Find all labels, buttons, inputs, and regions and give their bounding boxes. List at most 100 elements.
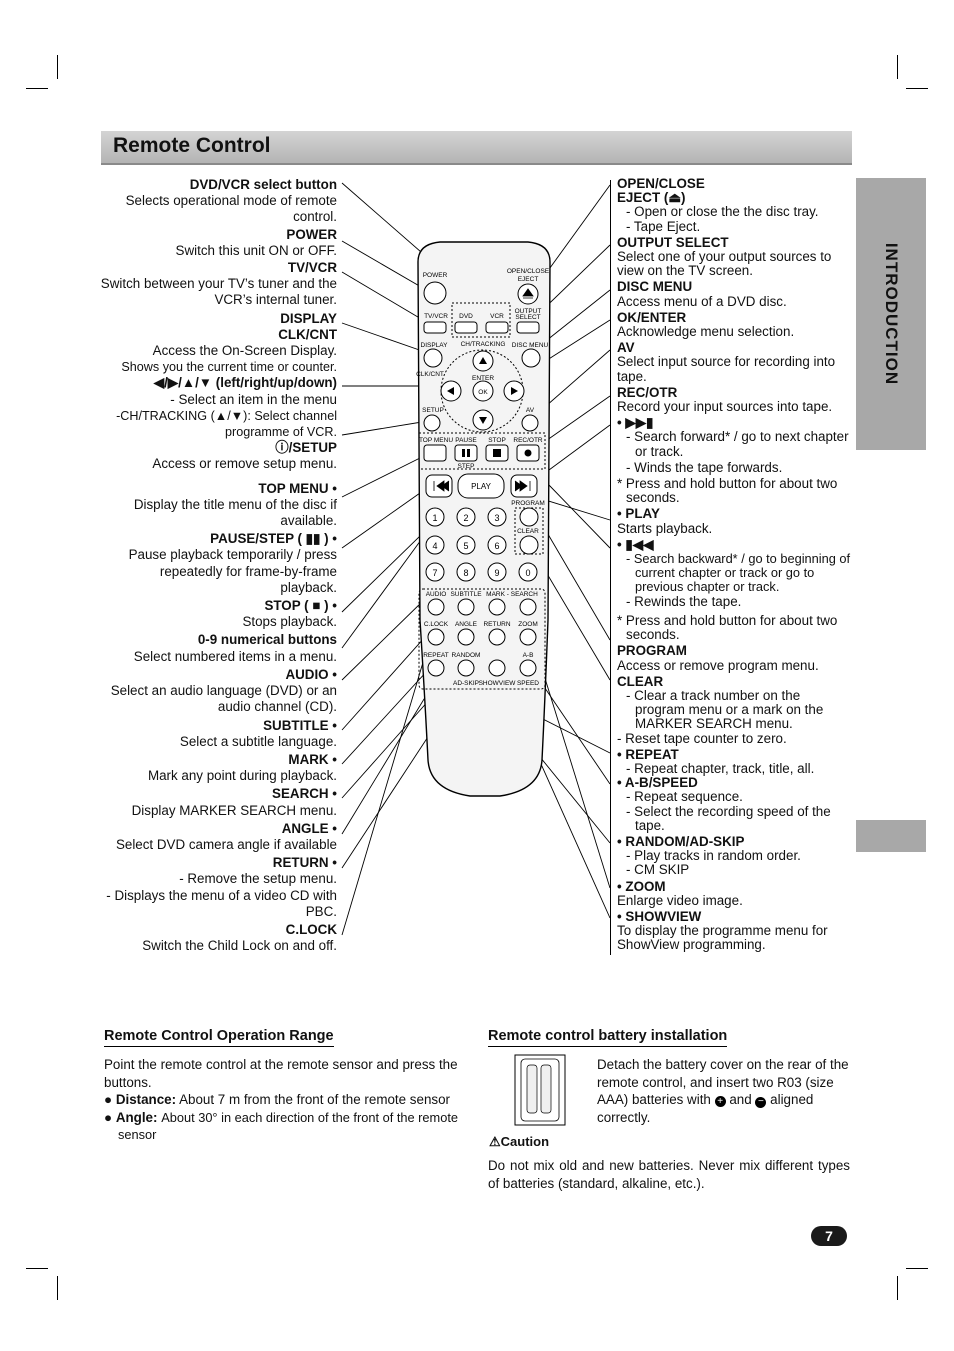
skip-back-icon xyxy=(433,480,450,492)
dvd-button[interactable] xyxy=(454,321,478,334)
digit-5-button[interactable] xyxy=(456,535,476,555)
crop-mark xyxy=(897,1276,898,1300)
setup-label: SETUP xyxy=(422,407,444,414)
subtitle-button[interactable] xyxy=(457,598,475,616)
label-text: Shows you the current time or counter. xyxy=(121,360,337,375)
clock-button[interactable] xyxy=(427,628,445,646)
select-label: SELECT xyxy=(515,314,540,321)
enter-label: ENTER xyxy=(472,375,494,382)
setup-button[interactable] xyxy=(423,414,441,432)
mark-search-label: MARK - SEARCH xyxy=(486,591,538,598)
pause-button[interactable] xyxy=(454,444,478,462)
label-text: Enlarge video image. xyxy=(617,892,743,908)
open-close-label: OPEN/CLOSE xyxy=(507,268,550,275)
label-heading: • RANDOM/AD-SKIP xyxy=(617,833,745,849)
label-text: - CM SKIP xyxy=(626,862,690,878)
digit-0-button[interactable] xyxy=(518,562,538,582)
label-text: - Winds the tape forwards. xyxy=(626,459,783,475)
digit-5: 5 xyxy=(463,541,468,551)
digit-2-button[interactable] xyxy=(456,507,476,527)
label-heading: • REPEAT xyxy=(617,746,679,762)
play-label: PLAY xyxy=(471,482,492,491)
digit-1-button[interactable] xyxy=(425,507,445,527)
showview-button[interactable] xyxy=(488,659,506,677)
pause-label: PAUSE xyxy=(455,437,477,444)
ab-speed-button[interactable] xyxy=(519,659,537,677)
label-heading: OK/ENTER xyxy=(617,309,687,325)
tvvcr-button[interactable] xyxy=(423,321,447,334)
label-text: - Remove the setup menu. xyxy=(179,871,337,887)
digit-9-button[interactable] xyxy=(487,562,507,582)
program-label: PROGRAM xyxy=(511,500,545,507)
digit-1: 1 xyxy=(432,513,437,523)
skip-forward-icon xyxy=(514,480,531,492)
page-number: 7 xyxy=(811,1226,847,1246)
step-label: STEP xyxy=(458,463,475,470)
stop-label: STOP xyxy=(488,437,506,444)
play-button[interactable] xyxy=(457,473,505,499)
power-label: POWER xyxy=(423,272,448,279)
program-button[interactable] xyxy=(519,507,539,527)
crop-mark xyxy=(57,55,58,79)
digit-6-button[interactable] xyxy=(487,535,507,555)
caution-heading: ⚠Caution xyxy=(489,1134,550,1149)
label-heading: AUDIO • xyxy=(285,666,337,682)
label-heading: • ZOOM xyxy=(617,878,666,894)
search-button[interactable] xyxy=(519,598,537,616)
battery-text: Detach the battery cover on the rear of … xyxy=(597,1057,849,1125)
digit-7-button[interactable] xyxy=(425,562,445,582)
clear-label: CLEAR xyxy=(517,528,539,535)
power-button[interactable] xyxy=(423,281,447,305)
random-label: RANDOM xyxy=(452,652,481,659)
return-button[interactable] xyxy=(488,628,506,646)
random-button[interactable] xyxy=(457,659,475,677)
label-heading: STOP ( ■ ) • xyxy=(264,598,337,614)
digit-3-button[interactable] xyxy=(487,507,507,527)
label-text: Switch between your TV’s tuner and the V… xyxy=(100,276,337,308)
display-button[interactable] xyxy=(423,348,443,368)
disc-menu-label: DISC MENU xyxy=(512,342,549,349)
return-label: RETURN xyxy=(483,621,510,628)
mark-button[interactable] xyxy=(488,598,506,616)
vcr-label: VCR xyxy=(490,313,504,320)
label-heading: 0-9 numerical buttons xyxy=(197,632,337,648)
label-heading: DVD/VCR select button xyxy=(189,177,337,192)
digit-8: 8 xyxy=(463,568,468,578)
vcr-button[interactable] xyxy=(485,321,509,334)
ok-button[interactable] xyxy=(472,380,494,402)
repeat-label: REPEAT xyxy=(423,652,449,659)
range-intro: Point the remote control at the remote s… xyxy=(104,1057,458,1090)
audio-button[interactable] xyxy=(427,598,445,616)
label-heading: AV xyxy=(617,340,635,356)
output-select-button[interactable] xyxy=(516,321,540,334)
label-text: Mark any point during playback. xyxy=(147,768,337,784)
label-heading: C.LOCK xyxy=(285,921,337,937)
digit-6: 6 xyxy=(494,541,499,551)
top-menu-label: TOP MENU xyxy=(419,437,453,444)
clear-button[interactable] xyxy=(519,535,539,555)
subtitle-label: SUBTITLE xyxy=(450,591,482,598)
av-button[interactable] xyxy=(521,414,539,432)
plus-icon: + xyxy=(714,1096,726,1107)
label-heading: • ▶▶▮ xyxy=(617,415,654,431)
audio-label: AUDIO xyxy=(426,591,447,598)
range-heading: Remote Control Operation Range xyxy=(104,1028,334,1047)
digit-8-button[interactable] xyxy=(456,562,476,582)
tvvcr-label: TV/VCR xyxy=(424,313,448,320)
crop-mark xyxy=(26,88,48,89)
disc-menu-button[interactable] xyxy=(521,348,541,368)
label-heading: PROGRAM xyxy=(617,643,687,659)
label-heading: CLK/CNT xyxy=(278,326,337,342)
divider-line xyxy=(610,180,611,955)
angle-button[interactable] xyxy=(457,628,475,646)
label-heading: SUBTITLE • xyxy=(263,717,337,733)
zoom-button[interactable] xyxy=(519,628,537,646)
digit-9: 9 xyxy=(494,568,499,578)
left-arrow-icon xyxy=(447,387,454,395)
label-heading: SEARCH • xyxy=(272,786,337,802)
repeat-button[interactable] xyxy=(427,659,445,677)
top-menu-button[interactable] xyxy=(423,444,447,462)
digit-4-button[interactable] xyxy=(425,535,445,555)
angle-label: ANGLE xyxy=(455,621,478,628)
label-text: Selects operational mode of remote contr… xyxy=(125,193,337,225)
